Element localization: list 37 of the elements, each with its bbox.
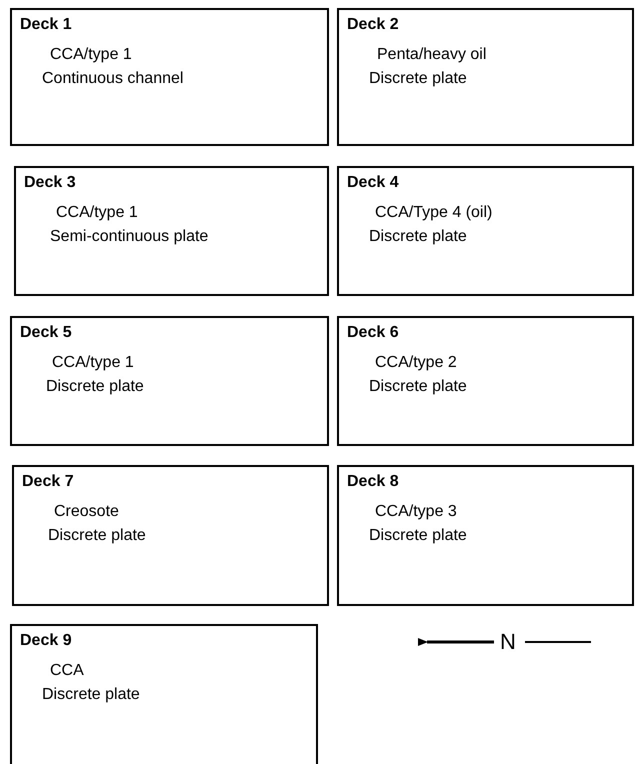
deck-heading: Deck 7 <box>22 473 74 491</box>
deck-box <box>337 465 634 606</box>
deck-box <box>12 465 329 606</box>
deck-heading: Deck 1 <box>20 16 72 34</box>
deck-type-text: Discrete plate <box>46 378 144 396</box>
deck-box <box>10 316 329 446</box>
deck-heading: Deck 2 <box>347 16 399 34</box>
treatment-text: Creosote <box>54 503 119 521</box>
deck-box <box>337 166 634 296</box>
treatment-text: CCA/type 1 <box>52 354 134 372</box>
deck-type-text: Discrete plate <box>369 378 467 396</box>
deck-box <box>337 8 634 146</box>
north-label: N <box>500 629 516 655</box>
deck-box <box>14 166 329 296</box>
deck-type-text: Discrete plate <box>369 70 467 88</box>
treatment-text: Penta/heavy oil <box>377 46 486 64</box>
deck-type-text: Discrete plate <box>48 527 146 545</box>
deck-heading: Deck 3 <box>24 174 76 192</box>
treatment-text: CCA <box>50 662 84 680</box>
deck-heading: Deck 9 <box>20 632 72 650</box>
deck-heading: Deck 5 <box>20 324 72 342</box>
deck-box <box>10 624 318 764</box>
deck-heading: Deck 4 <box>347 174 399 192</box>
deck-type-text: Discrete plate <box>369 527 467 545</box>
deck-box <box>337 316 634 446</box>
treatment-text: CCA/type 1 <box>56 204 138 222</box>
treatment-text: CCA/Type 4 (oil) <box>375 204 492 222</box>
deck-type-text: Continuous channel <box>42 70 184 88</box>
deck-type-text: Discrete plate <box>42 686 140 704</box>
treatment-text: CCA/type 1 <box>50 46 132 64</box>
deck-type-text: Semi-continuous plate <box>50 228 208 246</box>
treatment-text: CCA/type 3 <box>375 503 457 521</box>
deck-type-text: Discrete plate <box>369 228 467 246</box>
treatment-text: CCA/type 2 <box>375 354 457 372</box>
deck-box <box>10 8 329 146</box>
deck-heading: Deck 8 <box>347 473 399 491</box>
deck-heading: Deck 6 <box>347 324 399 342</box>
